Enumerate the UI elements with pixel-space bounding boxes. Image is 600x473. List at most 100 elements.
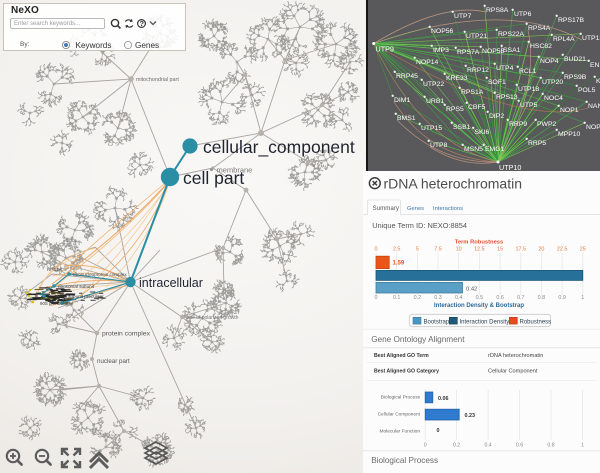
svg-text:intracellular: intracellular [139,276,203,290]
svg-text:SSB1: SSB1 [453,124,471,131]
svg-text:Keywords: Keywords [76,41,112,50]
svg-text:KRE: KRE [596,78,600,85]
svg-text:0.3: 0.3 [434,295,442,301]
svg-text:RPS22A: RPS22A [498,31,525,38]
svg-text:UTP22: UTP22 [423,81,444,88]
svg-text:ENP1: ENP1 [590,62,600,69]
svg-text:cell part: cell part [183,168,244,188]
svg-text:0.6: 0.6 [516,443,523,449]
svg-text:0.8: 0.8 [538,295,546,301]
svg-text:0: 0 [375,247,378,253]
svg-text:25: 25 [580,247,586,253]
svg-text:Biological Process: Biological Process [381,395,421,401]
svg-text:90S preribosome: 90S preribosome [40,301,74,306]
svg-text:mitochondrial part: mitochondrial part [136,77,179,83]
svg-text:10: 10 [456,247,462,253]
svg-text:Term Robustness: Term Robustness [455,240,504,246]
svg-text:5: 5 [416,247,419,253]
svg-text:2.5: 2.5 [393,247,401,253]
svg-text:RPS7A: RPS7A [457,49,480,56]
svg-text:RPS5: RPS5 [446,106,464,113]
svg-text:0.1: 0.1 [393,295,401,301]
svg-text:RPS1A: RPS1A [461,89,484,96]
svg-text:UTP21: UTP21 [466,33,487,40]
svg-text:ribonucleoprotein complex: ribonucleoprotein complex [73,272,127,277]
svg-text:NOP6: NOP6 [586,124,600,131]
svg-text:UTP13: UTP13 [582,35,600,42]
svg-text:Gene Ontology Alignment: Gene Ontology Alignment [371,335,465,344]
svg-text:17.5: 17.5 [516,247,527,253]
svg-text:1.59: 1.59 [393,261,405,267]
svg-text:?: ? [140,19,145,28]
svg-text:UTP7: UTP7 [454,13,472,20]
svg-text:RRP9: RRP9 [509,121,527,128]
svg-text:UTP5: UTP5 [520,102,538,109]
svg-text:DIP2: DIP2 [489,113,504,120]
svg-text:site of polarized growth: site of polarized growth [187,315,239,321]
svg-text:20: 20 [538,247,544,253]
svg-text:PWP2: PWP2 [537,121,556,128]
svg-text:0.42: 0.42 [466,287,477,293]
svg-text:ribosomal subunit: ribosomal subunit [58,284,95,289]
svg-text:Biological Process: Biological Process [371,456,438,465]
svg-text:RCL1: RCL1 [519,68,537,75]
svg-text:KRE33: KRE33 [446,75,468,82]
svg-text:RPS8A: RPS8A [486,7,509,14]
svg-text:Cellular Component: Cellular Component [378,412,421,418]
svg-text:UTP18: UTP18 [518,86,539,93]
svg-text:Unique Term ID: NEXO:8854: Unique Term ID: NEXO:8854 [372,221,467,230]
svg-text:URB1: URB1 [426,98,444,105]
svg-text:7.5: 7.5 [434,247,442,253]
svg-text:UTP6: UTP6 [514,11,532,18]
svg-text:0.2: 0.2 [453,443,460,449]
svg-text:UTP20: UTP20 [542,79,563,86]
svg-text:0.06: 0.06 [438,396,449,402]
svg-text:cellular_component: cellular_component [203,137,355,158]
svg-text:UTP9: UTP9 [376,45,394,54]
svg-text:NOC4: NOC4 [544,95,563,102]
svg-text:1: 1 [581,443,584,449]
svg-text:Molecular Function: Molecular Function [379,429,420,435]
svg-text:0.6: 0.6 [496,295,504,301]
svg-text:ribosomal subunit precursor: ribosomal subunit precursor [47,294,104,299]
svg-text:0.9: 0.9 [558,295,566,301]
svg-text:Best Aligned GO Category: Best Aligned GO Category [374,369,439,375]
svg-text:Best Aligned GO Term: Best Aligned GO Term [374,353,429,359]
svg-text:RPS17B: RPS17B [558,17,585,24]
svg-text:POL5: POL5 [578,87,596,94]
svg-text:NOP58: NOP58 [482,48,505,55]
svg-text:SKI6: SKI6 [475,129,490,136]
svg-text:protein complex: protein complex [102,331,151,338]
svg-text:HSC82: HSC82 [530,43,552,50]
svg-text:0: 0 [437,428,440,434]
svg-text:UTP15: UTP15 [421,125,442,132]
svg-text:22.5: 22.5 [557,247,568,253]
svg-text:BOL5: BOL5 [66,238,77,243]
svg-text:Genes: Genes [135,41,159,50]
svg-text:RPL4A: RPL4A [553,36,575,43]
svg-text:RPS1A: RPS1A [47,267,61,272]
svg-text:0.2: 0.2 [414,295,422,301]
svg-text:NAN1: NAN1 [588,103,600,110]
svg-text:UTP10: UTP10 [499,163,521,171]
svg-text:RRP12: RRP12 [467,67,489,74]
svg-text:MSN5: MSN5 [464,146,483,153]
svg-text:Bootstrap: Bootstrap [424,319,450,325]
svg-text:Interactions: Interactions [433,206,463,212]
svg-text:MPP10: MPP10 [558,131,581,138]
svg-text:EMG1: EMG1 [485,146,504,153]
svg-text:BUD21: BUD21 [564,56,586,63]
svg-text:rDNA heterochromatin: rDNA heterochromatin [384,176,523,192]
svg-text:RPS13: RPS13 [496,94,518,101]
svg-text:RRP5: RRP5 [528,140,546,147]
svg-text:CBF5: CBF5 [468,104,486,111]
svg-text:0: 0 [375,295,378,301]
svg-text:Cellular Component: Cellular Component [488,369,538,375]
svg-text:0.8: 0.8 [547,443,554,449]
svg-text:0: 0 [424,443,427,449]
svg-text:0.5: 0.5 [476,295,484,301]
svg-text:15: 15 [497,247,503,253]
svg-text:NOP56: NOP56 [431,28,454,35]
svg-text:0.4: 0.4 [455,295,463,301]
svg-text:RRP45: RRP45 [396,73,418,80]
